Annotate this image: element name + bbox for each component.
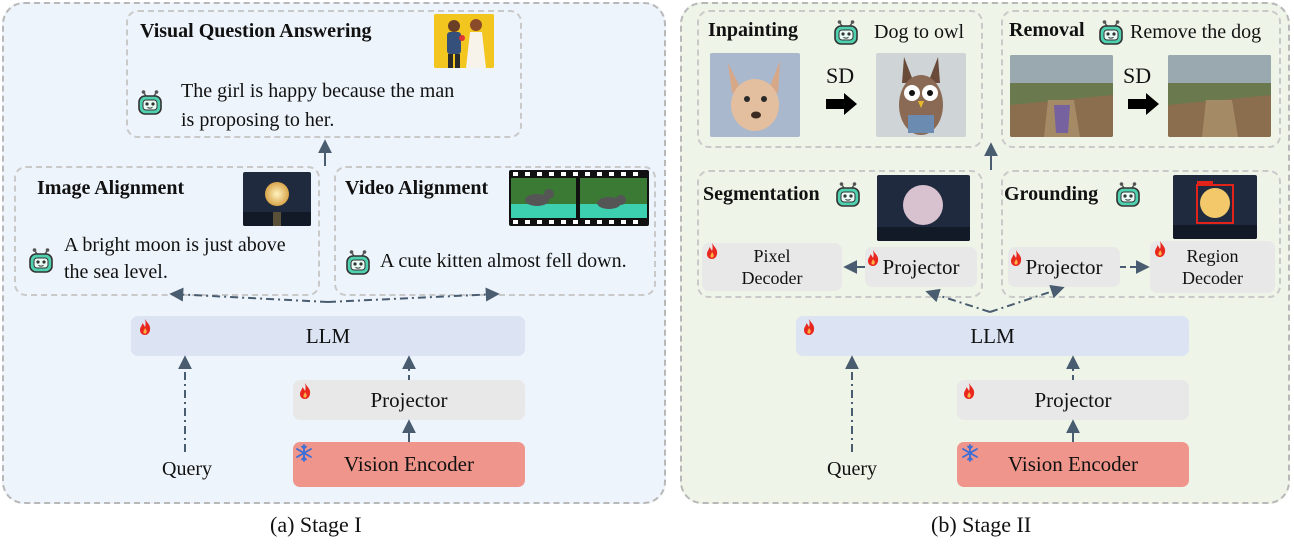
removal-model-label: SD: [1123, 63, 1152, 88]
stage2-query-label: Query: [827, 458, 877, 480]
video-alignment-title: Video Alignment: [345, 177, 489, 199]
stage1-query-label: Query: [162, 458, 212, 480]
segmentation-card: [697, 170, 983, 298]
stage1-projector-label: Projector: [370, 387, 448, 412]
image-alignment-answer-line1: A bright moon is just above: [64, 234, 286, 256]
pixel-decoder-label-line2: Decoder: [741, 268, 803, 288]
stage2-caption: (b) Stage II: [931, 512, 1032, 537]
stage1-vision-encoder-box: Vision Encoder: [293, 442, 525, 487]
vqa-card: [126, 10, 522, 138]
image-alignment-answer-line2: the sea level.: [64, 261, 168, 283]
removal-card: [1001, 10, 1281, 148]
inpainting-title: Inpainting: [708, 19, 799, 41]
image-alignment-title: Image Alignment: [37, 177, 185, 199]
stage2-vision-encoder-box: Vision Encoder: [957, 442, 1189, 487]
grounding-projector-box: Projector: [1008, 247, 1120, 287]
stage1-llm-label: LLM: [305, 323, 351, 348]
vqa-answer-line1: The girl is happy because the man: [181, 80, 455, 102]
stage1-vision-encoder-label: Vision Encoder: [344, 452, 474, 476]
vqa-answer-line2: is proposing to her.: [181, 109, 335, 131]
vqa-title: Visual Question Answering: [140, 20, 372, 42]
region-decoder-box: Region Decoder: [1150, 241, 1275, 293]
owl-image: [876, 53, 966, 137]
video-alignment-answer: A cute kitten almost fell down.: [380, 250, 627, 272]
street-dog-image: [1010, 55, 1113, 137]
removal-prompt: Remove the dog: [1130, 21, 1262, 43]
pixel-decoder-label-line1: Pixel: [753, 246, 791, 266]
kitten-video-frames: [509, 170, 649, 226]
segmentation-title: Segmentation: [703, 183, 820, 205]
segmentation-projector-label: Projector: [882, 254, 960, 279]
dog-image: [710, 53, 800, 137]
proposal-image: [434, 14, 494, 68]
pixel-decoder-box: Pixel Decoder: [702, 243, 842, 291]
stage1-arrows: [169, 139, 500, 452]
stage2-vision-encoder-label: Vision Encoder: [1008, 452, 1138, 476]
arrow-right-icon: [826, 93, 857, 115]
stage2-projector-label: Projector: [1034, 387, 1112, 412]
removal-title: Removal: [1009, 19, 1085, 41]
segmented-moon-image: [877, 175, 970, 241]
segmentation-projector-box: Projector: [865, 247, 977, 287]
stage1-projector-box: Projector: [293, 380, 525, 420]
street-no-dog-image: [1168, 55, 1271, 137]
grounding-title: Grounding: [1004, 183, 1099, 205]
stage1-caption: (a) Stage I: [270, 512, 362, 537]
stage2-llm-box: LLM: [796, 316, 1189, 356]
stage1-llm-box: LLM: [131, 316, 525, 356]
moon-image: [243, 172, 311, 226]
inpainting-card: [697, 10, 983, 148]
image-alignment-card: [14, 166, 320, 296]
region-decoder-label-line2: Decoder: [1182, 268, 1243, 288]
stage2-projector-box: Projector: [957, 380, 1189, 420]
arrow-right-icon: [1128, 93, 1159, 115]
grounding-projector-label: Projector: [1025, 254, 1103, 279]
stage2-llm-label: LLM: [970, 323, 1015, 348]
stage2-arrows: [843, 142, 1150, 452]
grounded-moon-image: [1173, 175, 1257, 239]
region-decoder-label-line1: Region: [1186, 246, 1239, 266]
inpainting-model-label: SD: [826, 63, 855, 88]
inpainting-prompt: Dog to owl: [874, 21, 964, 43]
grounding-card: [1001, 170, 1281, 298]
